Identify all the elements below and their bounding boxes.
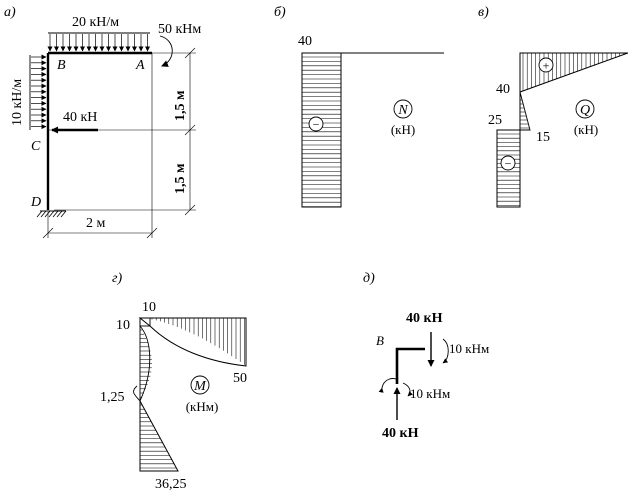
- panel-d-node-equilibrium: д) 40 кН B 10 кНм 10 кНм 40 кН: [363, 271, 489, 441]
- n-sign: −: [313, 118, 320, 132]
- panel-b-normal-force: б) 40 − N (кН): [274, 5, 444, 208]
- panel-a-frame-scheme: а) 20 кН/м 50 кНм 10 кН/м 40 кН B A C: [4, 5, 201, 239]
- n-sign-circle: [308, 116, 324, 132]
- m-legend-circle: [190, 375, 210, 395]
- q-minus-sign: −: [505, 157, 512, 171]
- node-b-label: B: [57, 58, 66, 73]
- d-force-bottom-label: 40 кН: [382, 426, 419, 441]
- q-unit: (кН): [574, 122, 598, 137]
- panel-g-bending-moment: г) 10 10 50 1,25 36,25 M (кНм): [100, 271, 247, 492]
- panel-a-label: а): [4, 5, 16, 20]
- m-column-lower-hatch: [140, 404, 177, 469]
- d-node-b-label: B: [376, 333, 384, 348]
- n-unit: (кН): [391, 122, 415, 137]
- m-beam-area: [138, 317, 247, 367]
- d-moment-right-arrow: [442, 338, 449, 364]
- panel-v-label: в): [478, 5, 489, 20]
- n-hatch: [302, 56, 341, 207]
- panel-g-label: г): [112, 271, 122, 286]
- q-plus-circle: [538, 57, 554, 73]
- q-upper-hatch: [520, 95, 530, 129]
- q-legend-letter: Q: [580, 103, 590, 118]
- dim-upper-label: 1,5 м: [173, 90, 188, 121]
- d-moment-lower-label: 10 кНм: [410, 386, 450, 401]
- panel-b-label: б): [274, 5, 286, 20]
- node-d-label: D: [30, 195, 41, 210]
- node-c-label: C: [31, 139, 41, 154]
- q-minus-circle: [500, 155, 516, 171]
- m-value-3625: 36,25: [155, 477, 187, 492]
- top-distributed-load: [47, 32, 150, 52]
- m-beam-hatch: [151, 318, 245, 365]
- n-legend-circle: [393, 99, 413, 119]
- d-moment-lower-arrow: [378, 378, 399, 393]
- q-upper-triangle: [519, 91, 531, 131]
- d-moment-right-label: 10 кНм: [449, 341, 489, 356]
- m-column-lower-triangle: [139, 400, 179, 472]
- m-unit: (кНм): [186, 399, 219, 414]
- m-column-upper-curve: [139, 325, 151, 402]
- top-load-label: 20 кН/м: [72, 15, 119, 30]
- m-value-125: 1,25: [100, 390, 125, 405]
- left-load-label: 10 кН/м: [10, 79, 25, 126]
- dim-lower-label: 1,5 м: [173, 163, 188, 194]
- moment-arrow-a: [159, 35, 173, 67]
- node-a-label: A: [135, 58, 145, 73]
- d-node-corner: [395, 347, 425, 384]
- q-value-25: 25: [488, 113, 502, 128]
- n-legend-letter: N: [397, 103, 408, 118]
- n-column-area: [301, 52, 342, 208]
- dim-bottom-label: 2 м: [86, 216, 106, 231]
- q-plus-sign: +: [543, 59, 550, 73]
- panel-v-shear-force: в) + − 40 25 15 Q (кН): [478, 5, 628, 208]
- dimension-lines: [42, 47, 196, 239]
- m-column-upper-hatch: [140, 329, 152, 398]
- n-value-40: 40: [298, 34, 312, 49]
- m-value-10-top: 10: [142, 300, 156, 315]
- m-value-10-left: 10: [116, 318, 130, 333]
- q-beam-triangle: [519, 52, 628, 93]
- left-distributed-load: [29, 54, 47, 130]
- q-lower-rect: [496, 129, 521, 208]
- m-legend-letter: M: [193, 379, 207, 394]
- force-c-label: 40 кН: [63, 110, 97, 125]
- q-value-40: 40: [496, 82, 510, 97]
- d-force-top-label: 40 кН: [406, 311, 443, 326]
- m-value-50: 50: [233, 371, 247, 386]
- moment-a-label: 50 кНм: [158, 22, 201, 37]
- m-corner-box: [139, 317, 151, 327]
- fixed-support-d: [36, 210, 67, 218]
- q-value-15: 15: [536, 130, 550, 145]
- q-legend-circle: [575, 99, 595, 119]
- panel-d-label: д): [363, 271, 375, 286]
